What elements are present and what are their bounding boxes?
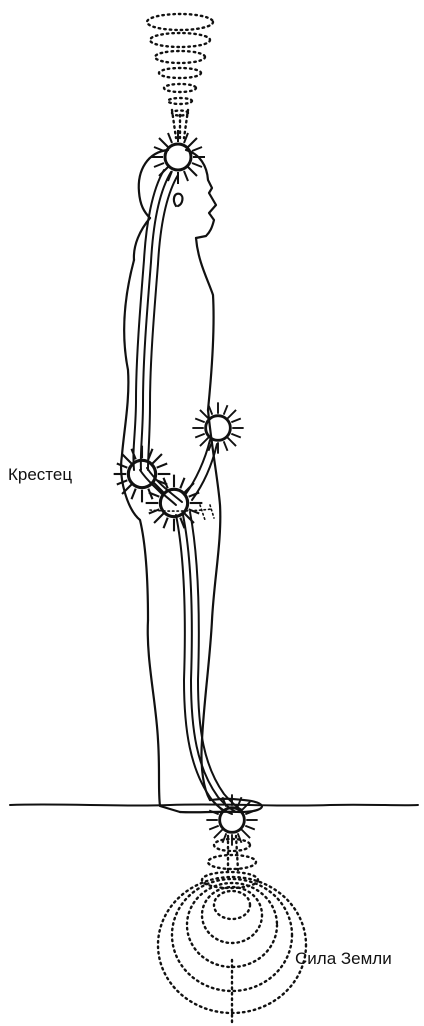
navel-center xyxy=(192,402,243,453)
earth-spiral xyxy=(158,836,306,1022)
ground-line xyxy=(10,804,418,805)
crown-spiral xyxy=(147,14,213,138)
sacrum-label: Крестец xyxy=(8,466,72,483)
earth-force-label: Сила Земли xyxy=(295,950,392,967)
crown-center xyxy=(151,130,205,184)
sole-center xyxy=(206,794,257,845)
